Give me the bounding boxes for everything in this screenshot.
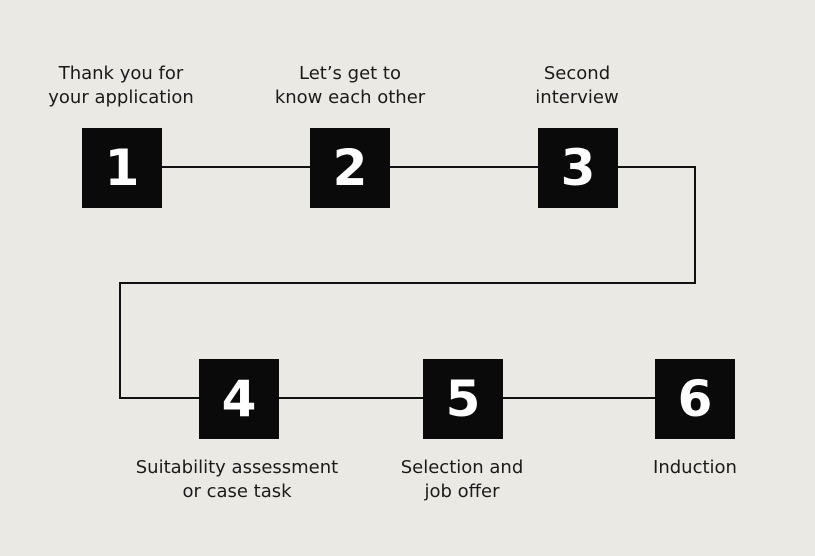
- step-2-label-line-1: Let’s get to: [298, 63, 401, 84]
- step-1-label-line-2: your application: [48, 87, 194, 108]
- step-4-label-line-2: or case task: [182, 481, 292, 502]
- step-5-label: Selection and job offer: [337, 456, 587, 504]
- step-1-number: 1: [104, 139, 140, 197]
- step-6-number: 6: [677, 370, 713, 428]
- step-3-number: 3: [560, 139, 596, 197]
- step-4-label: Suitability assessment or case task: [112, 456, 362, 504]
- step-1-label: Thank you for your application: [0, 62, 246, 110]
- step-4-number: 4: [221, 370, 257, 428]
- step-1-label-line-1: Thank you for: [58, 63, 184, 84]
- step-3-label-line-2: interview: [535, 87, 619, 108]
- step-6-box: 6: [655, 359, 735, 439]
- step-4-box: 4: [199, 359, 279, 439]
- step-3-label-line-1: Second: [543, 63, 611, 84]
- step-2-label: Let’s get to know each other: [225, 62, 475, 110]
- step-6-label: Induction: [570, 456, 815, 480]
- step-3-label: Second interview: [452, 62, 702, 110]
- step-5-label-line-1: Selection and: [400, 457, 524, 478]
- step-5-number: 5: [445, 370, 481, 428]
- step-4-label-line-1: Suitability assessment: [135, 457, 339, 478]
- step-2-number: 2: [332, 139, 368, 197]
- step-5-box: 5: [423, 359, 503, 439]
- step-6-label-line-1: Induction: [653, 457, 737, 478]
- step-2-label-line-2: know each other: [274, 87, 426, 108]
- step-2-box: 2: [310, 128, 390, 208]
- step-5-label-line-2: job offer: [424, 481, 500, 502]
- step-1-box: 1: [82, 128, 162, 208]
- step-3-box: 3: [538, 128, 618, 208]
